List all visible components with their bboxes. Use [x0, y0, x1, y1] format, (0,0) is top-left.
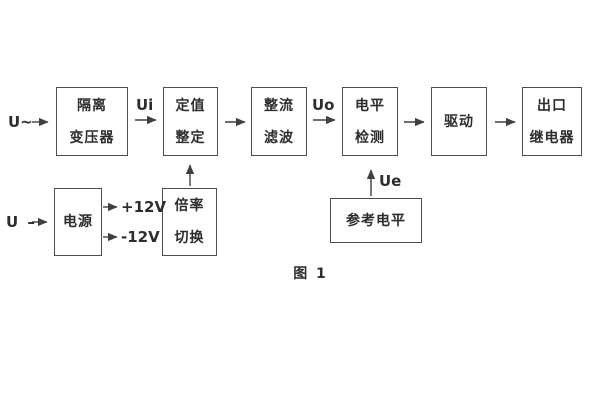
block-label: 电源 — [63, 214, 93, 230]
block-reference-level: 参考电平 — [330, 198, 422, 243]
block-power-supply: 电源 — [54, 188, 102, 256]
block-label: 驱动 — [444, 113, 474, 130]
block-label: 继电器 — [529, 129, 575, 146]
block-driver: 驱动 — [431, 87, 487, 156]
block-label: 检测 — [355, 129, 385, 146]
block-label: 隔离 — [77, 97, 107, 114]
block-level-detector: 电平 检测 — [342, 87, 398, 156]
block-rectifier-filter: 整流 滤波 — [251, 87, 307, 156]
block-label: 整流 — [264, 97, 294, 114]
label-minus-12v: -12V — [121, 228, 160, 246]
block-isolation-transformer: 隔离 变压器 — [56, 87, 128, 156]
block-label: 出口 — [537, 97, 567, 114]
label-plus-12v: +12V — [121, 198, 167, 216]
block-label: 电平 — [355, 97, 385, 114]
block-ratio-switch: 倍率 切换 — [162, 188, 217, 256]
block-label: 变压器 — [69, 129, 115, 146]
label-ac-input: U~ — [8, 113, 33, 131]
block-label: 倍率 — [174, 198, 205, 214]
label-signal-ue: Ue — [379, 172, 402, 190]
block-value-setting: 定值 整定 — [163, 87, 218, 156]
block-label: 整定 — [175, 129, 206, 146]
label-signal-uo: Uo — [312, 96, 335, 114]
label-dc-input: U – — [6, 213, 37, 231]
block-label: 定值 — [175, 97, 206, 114]
block-output-relay: 出口 继电器 — [522, 87, 582, 156]
figure-caption: 图 1 — [293, 266, 328, 282]
block-label: 参考电平 — [346, 212, 406, 229]
block-label: 滤波 — [264, 129, 294, 146]
block-label: 切换 — [174, 230, 205, 246]
label-signal-ui: Ui — [136, 96, 154, 114]
